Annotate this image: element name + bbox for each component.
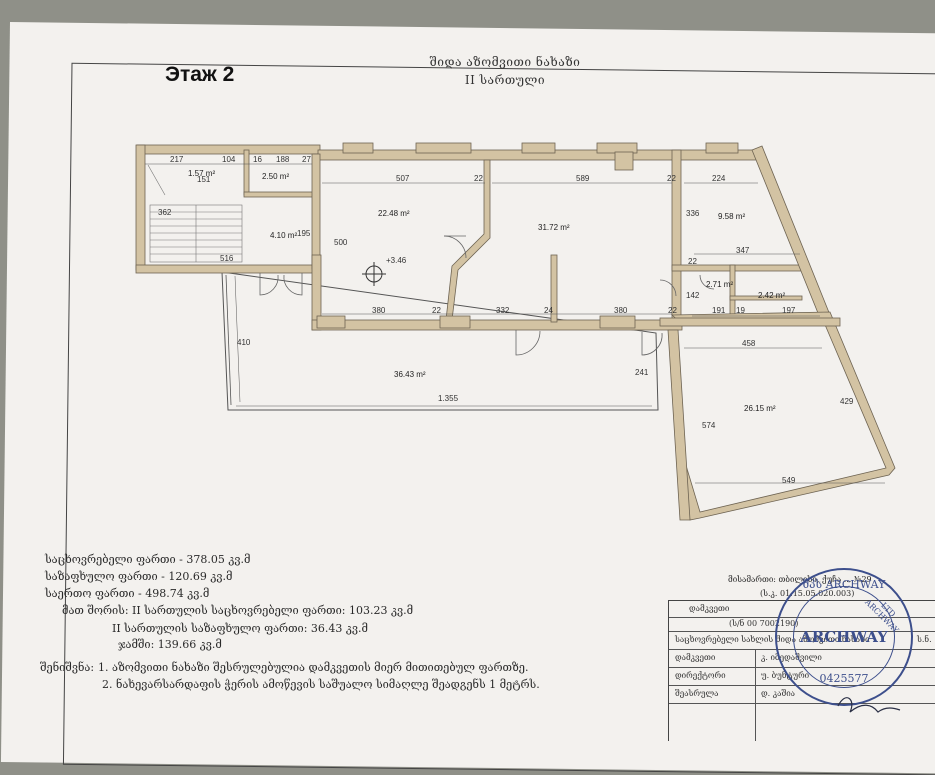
note-2: 2. ნახევარსარდაფის ჭერის ამოწევის საშუალ… [102,678,540,691]
dimension: 217 [170,155,184,164]
room-area: 1.57 m² [188,169,215,178]
dimension: 429 [840,397,854,406]
dimension: 362 [158,208,172,217]
notes-label: შენიშვნა: [40,661,95,674]
dimension: 241 [635,368,649,377]
room-area: 4.10 m² [270,231,297,240]
stamp-number: 0425577 [819,672,869,685]
room-area: 2.42 m² [758,291,785,300]
dimension: 589 [576,174,590,183]
dimension: 332 [496,306,510,315]
stamp-center-text: ARCHWAY [800,628,888,646]
dimension: +3.46 [386,256,407,265]
level-mark [362,262,386,286]
dimension: 22 [668,306,677,315]
dimension: 574 [702,421,716,430]
room-area: 31.72 m² [538,223,570,232]
dimension: 197 [782,306,796,315]
dimension: 458 [742,339,756,348]
dimension: 22 [432,306,441,315]
floor-plan: 1.57 m² 2.50 m² 4.10 m² 22.48 m² 31.72 m… [135,142,896,521]
room-area: 22.48 m² [378,209,410,218]
dimension: 16 [253,155,262,164]
room-area: 2.71 m² [706,280,733,289]
drawing-subtitle: II სართული [464,73,546,87]
dimension: 516 [220,254,234,263]
summary-total-area: საერთო ფართი - 498.74 კვ.მ [45,587,210,600]
dimension: 22 [688,257,697,266]
dimension: 151 [197,175,211,184]
window-marks [316,142,739,329]
dimension: 191 [712,306,726,315]
dimension: 104 [222,155,236,164]
drawing-title: შიდა აზომვითი ნახაზი [429,55,581,69]
dimension: 24 [544,306,553,315]
room-area: 9.58 m² [718,212,745,221]
summary-summer-area: საზაფხულო ფართი - 120.69 კვ.მ [45,570,233,583]
dimension: 549 [782,476,796,485]
dimension: 336 [686,209,700,218]
stamp-top-text: შპს ARCHWAY [802,578,886,591]
summary-floor-living: მათ შორის: II სართულის საცხოვრებელი ფართ… [62,604,414,617]
terrace-outline [221,271,659,411]
dimension: 507 [396,174,410,183]
summary-floor-summer: II სართულის საზაფხულო ფართი: 36.43 კვ.მ [112,622,368,635]
dimension-lines [145,163,885,484]
drawing-sheet: Этаж 2 შიდა აზომვითი ნახაზი II სართული [0,22,935,775]
room-area: 26.15 m² [744,404,776,413]
staircase [147,164,243,263]
dimension: 22 [667,174,676,183]
room-area-labels: 1.57 m² 2.50 m² 4.10 m² 22.48 m² 31.72 m… [188,169,785,413]
room-area: 2.50 m² [262,172,289,181]
floor-label: Этаж 2 [165,63,235,86]
dimension: 19 [736,306,745,315]
walls [135,144,896,521]
summary-living-area: საცხოვრებელი ფართი - 378.05 კვ.მ [45,553,251,566]
dimension: 188 [276,155,290,164]
room-area: 36.43 m² [394,370,426,379]
dimension: 224 [712,174,726,183]
dimension: 347 [736,246,750,255]
note-1: 1. აზომვითი ნახაზი შესრულებულია დამკვეთი… [98,661,529,674]
dimension: 500 [334,238,348,247]
dimension: 380 [372,306,386,315]
dimension: 1.355 [438,394,459,403]
dimension: 142 [686,291,700,300]
dimension: 22 [474,174,483,183]
dimension: 27 [302,155,311,164]
summary-sum: ჯამში: 139.66 კვ.მ [118,638,222,651]
address: მისამართი: თბილისი, ქუჩა ... №29 [728,575,872,584]
dimension: 195 [297,229,311,238]
company-stamp: შპს ARCHWAY LTD ARCHWAY ARCHWAY 0425577 [775,568,913,706]
dimension: 410 [237,338,251,347]
dimension-labels: 217 104 16 188 27 151 507 22 589 22 224 … [158,155,854,485]
dimension: 380 [614,306,628,315]
door-swings [259,235,715,356]
